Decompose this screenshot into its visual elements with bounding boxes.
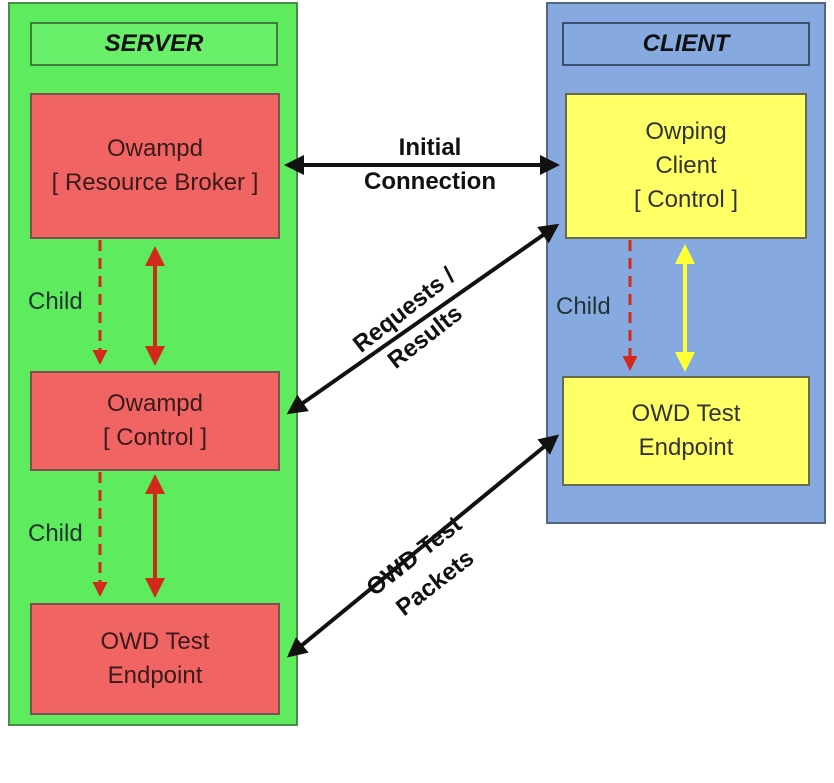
broker-role: [ Resource Broker ] — [51, 169, 259, 196]
client-endpoint-line2: Endpoint — [638, 434, 734, 461]
child-label-client: Child — [556, 293, 611, 320]
owd-test-packets-arrow — [286, 434, 560, 658]
initial-connection-line1: Initial — [398, 134, 462, 161]
server-control-title: Owampd — [106, 390, 204, 417]
client-owd-test-endpoint-box: OWD Test Endpoint — [562, 376, 810, 486]
server-header: SERVER — [30, 22, 278, 66]
initial-connection-label: Initial Connection — [330, 131, 530, 199]
owping-client-control-box: Owping Client [ Control ] — [565, 93, 807, 239]
server-endpoint-line1: OWD Test — [100, 628, 210, 655]
owampd-resource-broker-box: Owampd [ Resource Broker ] — [30, 93, 280, 239]
client-control-line1: Owping — [645, 118, 727, 145]
client-control-line2: Client — [655, 152, 717, 179]
server-endpoint-line2: Endpoint — [107, 662, 203, 689]
initial-connection-line2: Connection — [364, 168, 496, 195]
server-owd-test-endpoint-box: OWD Test Endpoint — [30, 603, 280, 715]
child-label-server-2: Child — [28, 520, 83, 547]
server-header-label: SERVER — [104, 30, 204, 57]
owampd-control-box: Owampd [ Control ] — [30, 371, 280, 471]
requests-results-arrow — [286, 223, 560, 415]
client-control-line3: [ Control ] — [633, 186, 739, 213]
child-label-server-1: Child — [28, 288, 83, 315]
broker-title: Owampd — [106, 135, 204, 162]
client-header: CLIENT — [562, 22, 810, 66]
client-endpoint-line1: OWD Test — [631, 400, 741, 427]
server-control-role: [ Control ] — [102, 424, 208, 451]
client-header-label: CLIENT — [642, 30, 730, 57]
